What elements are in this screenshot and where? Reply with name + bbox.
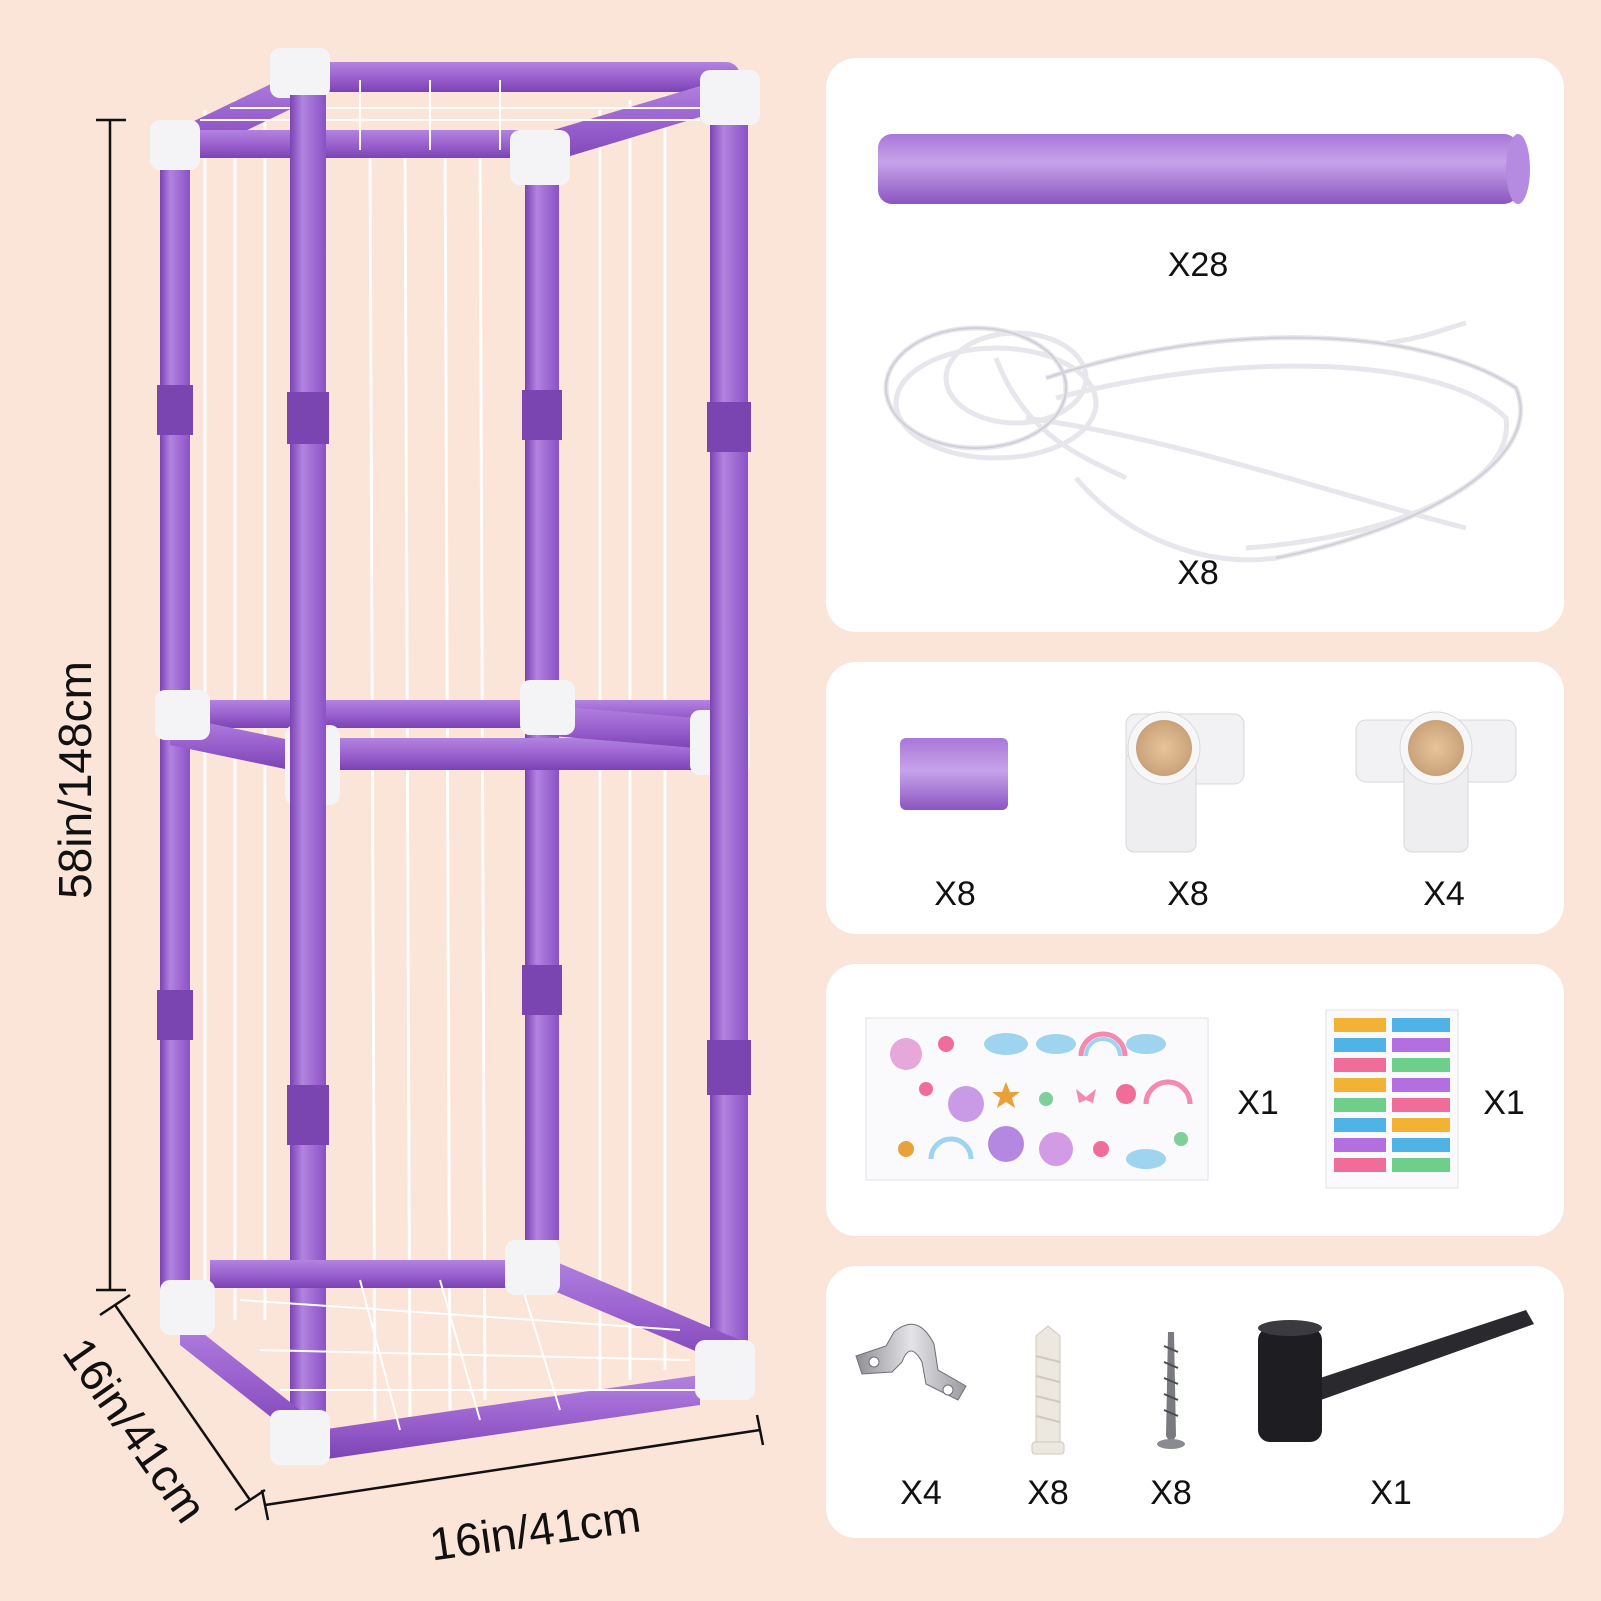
elastic-cord-image — [883, 320, 1524, 563]
height-dimension-label: 58in/148cm — [49, 661, 101, 899]
short-pipe-quantity: X8 — [934, 875, 976, 913]
screw-quantity: X8 — [1150, 1474, 1192, 1512]
three-way-connector-image — [1125, 711, 1245, 853]
depth-dimension-line — [99, 1293, 266, 1512]
rubber-mallet-quantity: X1 — [1370, 1474, 1412, 1512]
stickers-card: X1 X1 — [826, 964, 1564, 1236]
rubber-mallet-image — [1258, 1310, 1534, 1442]
unicorn-sticker-sheet-image — [865, 1017, 1209, 1181]
pipe-clamp-image — [855, 1323, 967, 1401]
assembled-frame-illustration: 58in/148cm 16in/41cm 16in/41cm — [0, 0, 800, 1601]
alphabet-sticker-sheet-quantity: X1 — [1483, 1084, 1525, 1122]
top-frame — [150, 48, 760, 185]
height-dimension-line — [96, 118, 126, 1292]
three-way-connector-quantity: X8 — [1167, 875, 1209, 913]
four-way-connector-quantity: X4 — [1423, 875, 1465, 913]
wall-anchor-quantity: X8 — [1027, 1474, 1069, 1512]
pipes-and-cord-card: X28 X8 — [826, 58, 1564, 632]
front-left-post — [290, 95, 326, 1425]
frame-drawing — [96, 48, 765, 1521]
front-right-post — [710, 125, 748, 1385]
hardware-card: X4 X8 X8 X1 — [826, 1266, 1564, 1538]
long-pipe-quantity: X28 — [1167, 246, 1229, 284]
four-way-connector-image — [1355, 711, 1517, 853]
elastic-cord-quantity: X8 — [1177, 554, 1219, 592]
screw-image — [1157, 1332, 1185, 1449]
unicorn-sticker-sheet-quantity: X1 — [1237, 1084, 1279, 1122]
connectors-card: X8 X8 X4 — [826, 662, 1564, 934]
alphabet-sticker-sheet-image — [1325, 1009, 1459, 1189]
long-pipe-image — [878, 134, 1530, 204]
width-dimension-line — [260, 1414, 765, 1521]
pipe-clamp-quantity: X4 — [900, 1474, 942, 1512]
bottom-frame — [160, 1240, 755, 1465]
middle-frame — [155, 680, 750, 805]
short-pipe-image — [900, 738, 1008, 810]
wall-anchor-image — [1031, 1325, 1065, 1455]
